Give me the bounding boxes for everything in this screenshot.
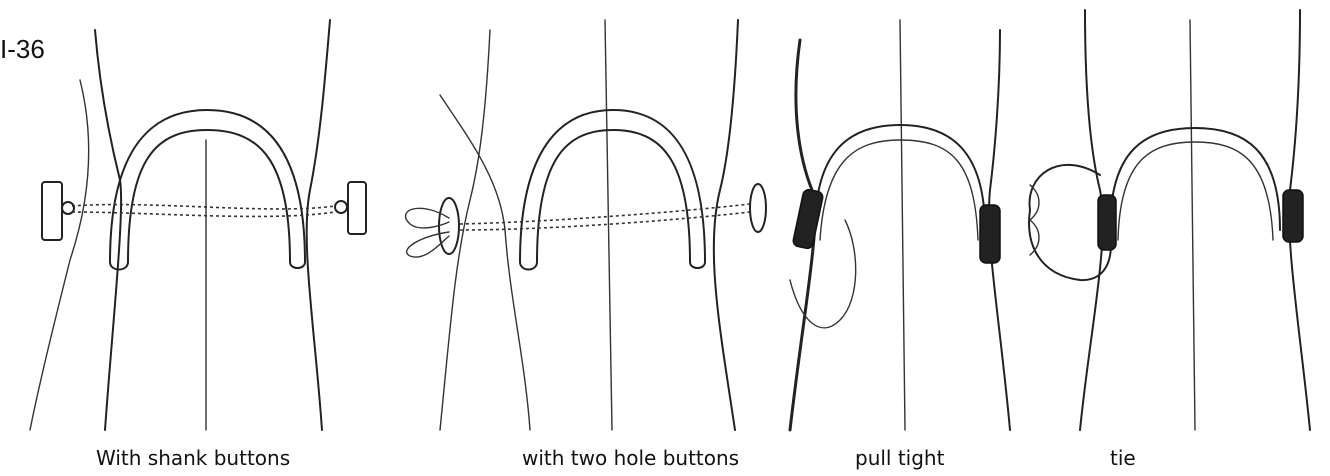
- crimp-tube-left: [1098, 195, 1116, 250]
- panel-two-hole-buttons: [406, 20, 766, 430]
- two-hole-button-right: [750, 184, 766, 232]
- crimp-tube-right: [1283, 190, 1303, 242]
- panel-shank-buttons: [30, 20, 366, 430]
- caption-pull-tight: pull tight: [855, 446, 944, 470]
- two-hole-button-left: [439, 198, 459, 254]
- panel-pull-tight: [790, 20, 1010, 430]
- caption-tie: tie: [1110, 446, 1136, 470]
- caption-shank-buttons: With shank buttons: [96, 446, 290, 470]
- crimp-tube-right: [980, 205, 1000, 263]
- shank-button-right: [348, 182, 366, 234]
- caption-two-hole-buttons: with two hole buttons: [522, 446, 739, 470]
- shank-button-left: [42, 182, 62, 240]
- panel-tie: [1029, 10, 1310, 430]
- crimp-tube-left: [792, 189, 824, 250]
